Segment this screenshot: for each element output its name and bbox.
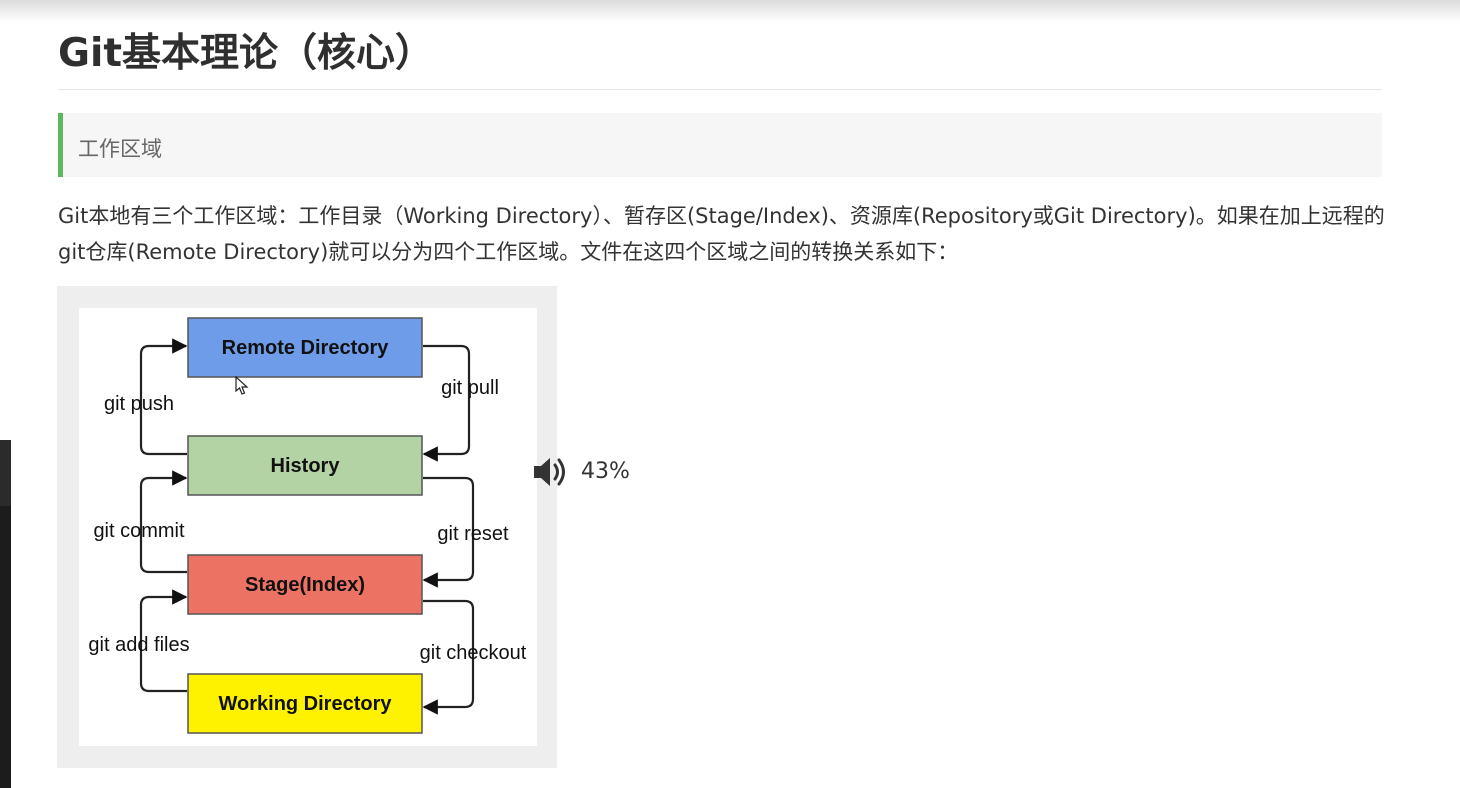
label-git-pull: git pull (441, 377, 499, 399)
label-history: History (271, 455, 341, 477)
git-push-arrow (139, 338, 188, 456)
label-git-add-files: git add files (88, 634, 189, 656)
git-reset-arrow (422, 476, 475, 588)
section-heading: 工作区域 (78, 137, 162, 161)
volume-level: 43% (581, 459, 630, 484)
top-shadow (0, 0, 1460, 22)
label-git-commit: git commit (93, 520, 185, 542)
box-stage-index (187, 554, 423, 615)
intro-paragraph: Git本地有三个工作区域：工作目录（Working Directory）、暂存区… (58, 204, 1385, 264)
page-title: Git基本理论（核心） (58, 31, 435, 76)
label-remote-directory: Remote Directory (222, 337, 390, 359)
git-pull-arrow (422, 344, 471, 462)
label-working-directory: Working Directory (219, 693, 393, 715)
git-add-arrow (139, 589, 188, 693)
left-edge-panel (0, 440, 11, 788)
label-git-push: git push (104, 393, 174, 415)
box-working-directory (187, 673, 423, 734)
label-stage-index: Stage(Index) (245, 574, 365, 596)
section-heading-box: 工作区域 (58, 113, 1382, 177)
label-git-reset: git reset (437, 523, 509, 545)
label-git-checkout: git checkout (420, 642, 527, 664)
mouse-cursor-icon (235, 376, 249, 395)
diagram-figure[interactable]: Remote Directory History Stage(Index) Wo… (57, 286, 557, 768)
box-remote-directory (187, 317, 423, 378)
speaker-icon (534, 458, 565, 486)
git-checkout-arrow (422, 599, 475, 715)
git-workflow-diagram: Remote Directory History Stage(Index) Wo… (88, 317, 527, 734)
volume-indicator: 43% (530, 452, 640, 492)
box-history (187, 435, 423, 496)
diagram-canvas: Remote Directory History Stage(Index) Wo… (79, 308, 537, 746)
title-divider (58, 89, 1382, 90)
git-commit-arrow (139, 470, 188, 574)
